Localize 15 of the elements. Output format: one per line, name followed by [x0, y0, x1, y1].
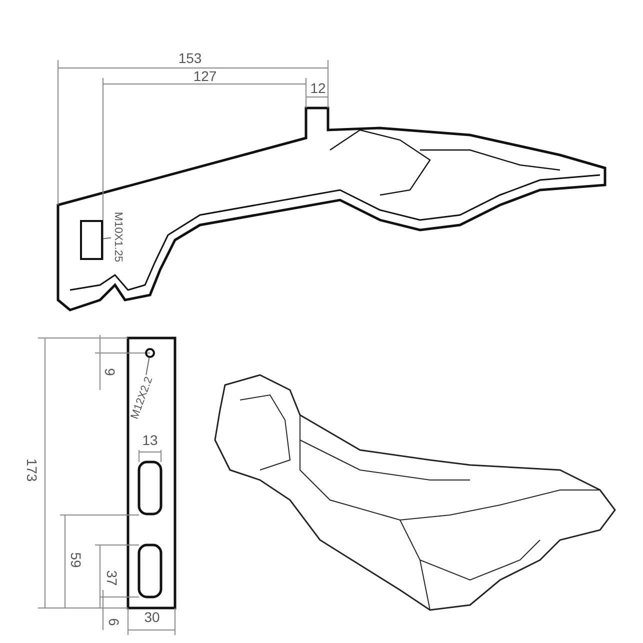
- dimension-label: 37: [105, 570, 119, 586]
- leader-line: [102, 237, 112, 240]
- dimension-label: 13: [142, 433, 158, 447]
- dimension-label: 173: [25, 458, 39, 482]
- dimension-label: 59: [69, 552, 83, 568]
- dimension-label: 12: [310, 81, 326, 95]
- dimension-label: 9: [103, 368, 117, 376]
- dimension-label: 153: [178, 51, 202, 65]
- leader-line: [146, 358, 150, 376]
- dimension-label: 30: [144, 610, 160, 624]
- thread-label: M10X1.25: [111, 212, 125, 262]
- dimension-label: 6: [107, 618, 121, 626]
- threaded-bore: [80, 220, 103, 260]
- threaded-hole: [145, 348, 155, 358]
- dimension-label: 127: [193, 69, 217, 83]
